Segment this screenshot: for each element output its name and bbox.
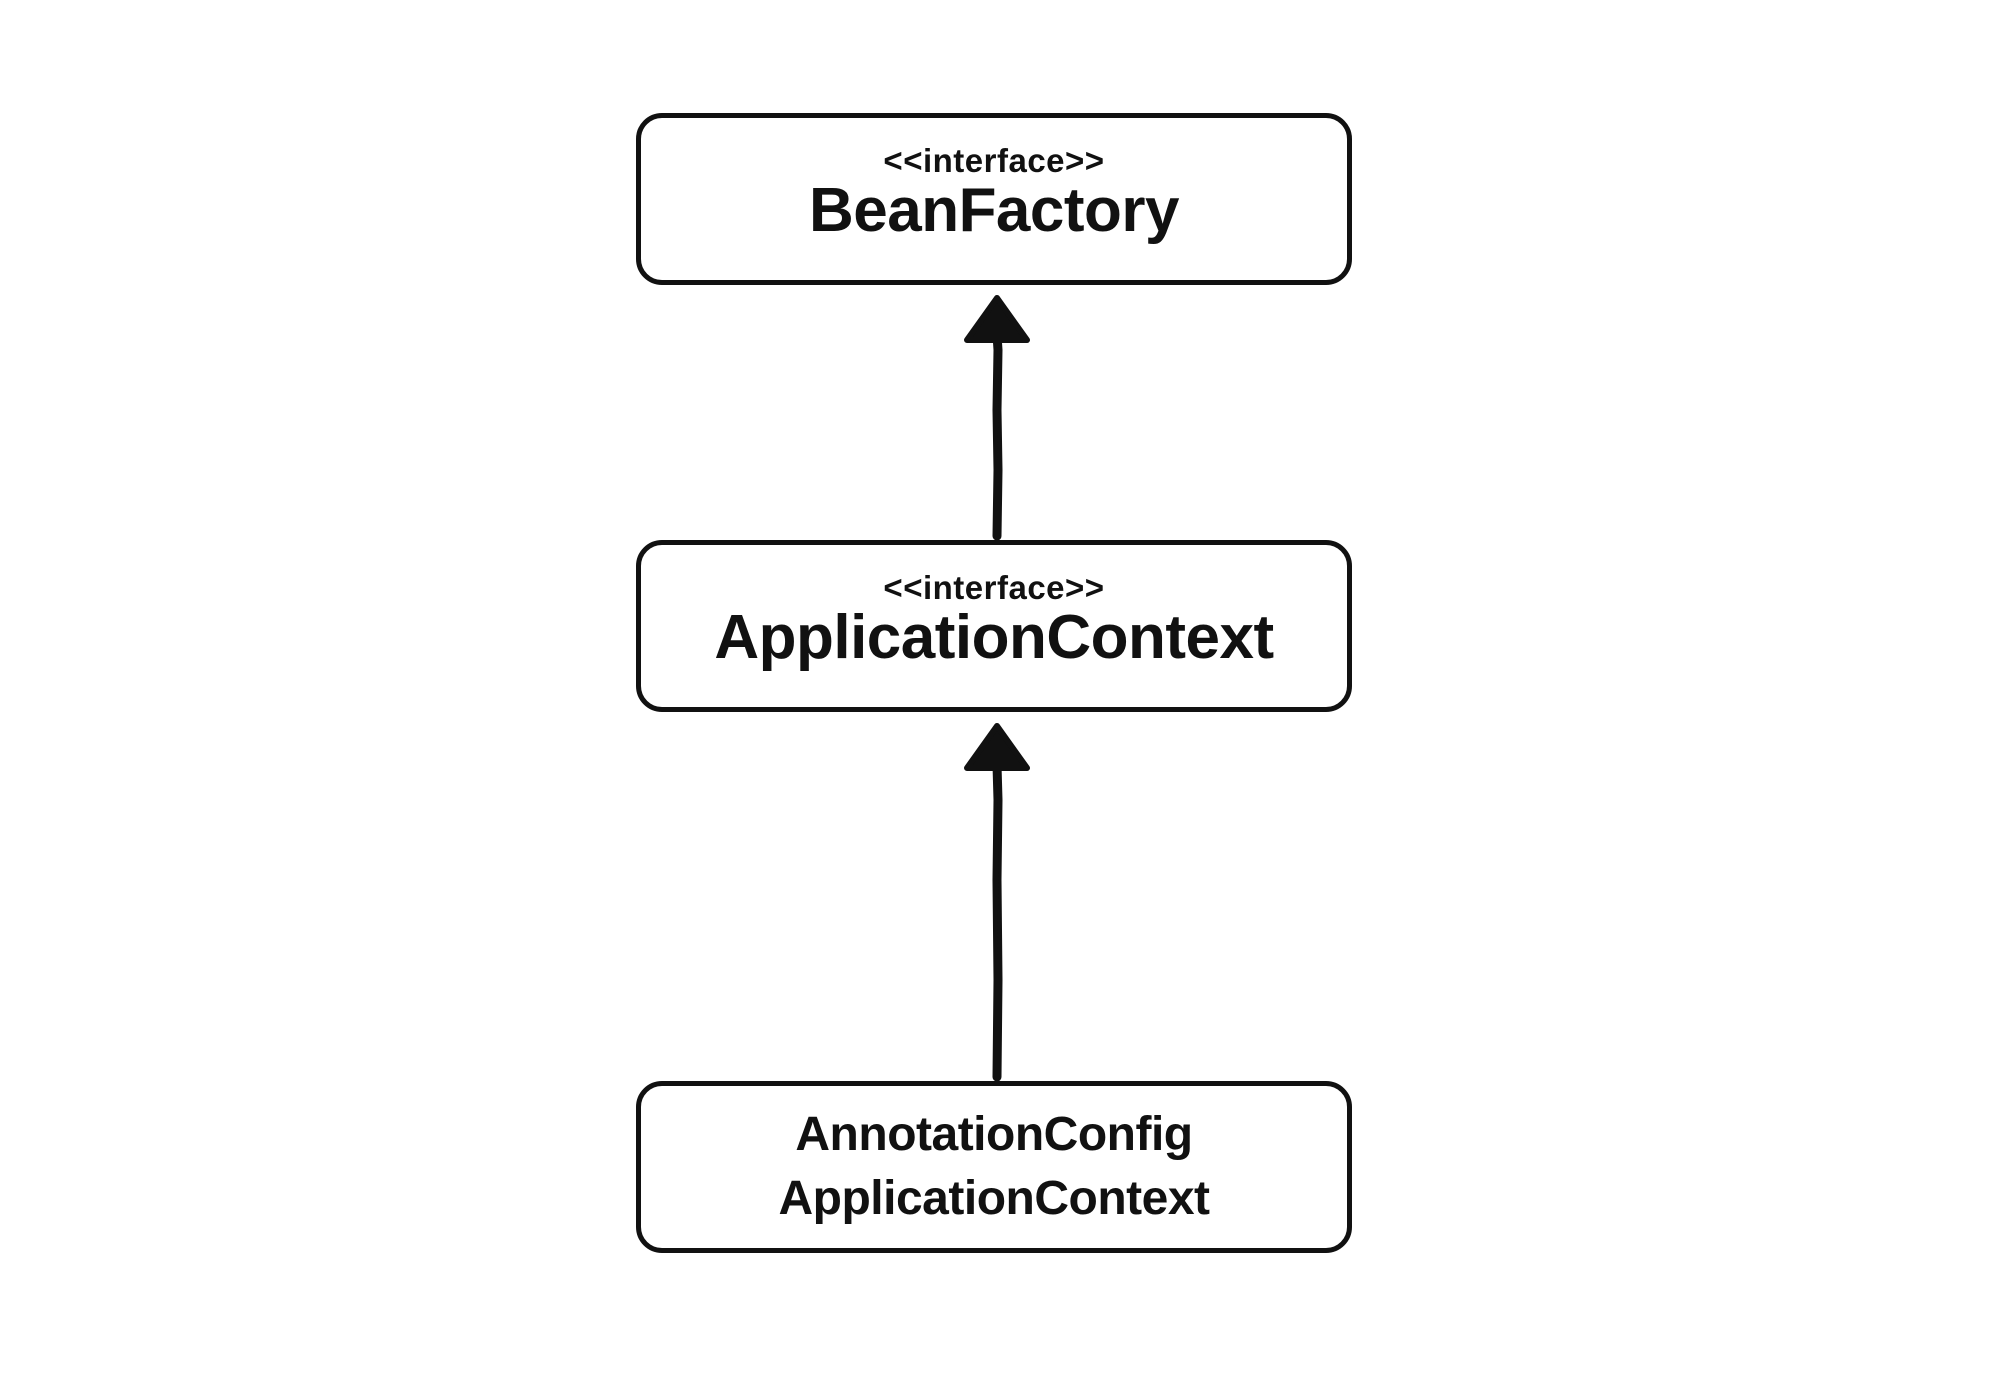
edge-line (992, 330, 1003, 541)
arrowhead-icon (964, 723, 1030, 771)
node-stereotype: <<interface>> (883, 142, 1105, 179)
edge-line-sketch (997, 768, 1002, 1077)
node-annotationconfigapplicationcontext: AnnotationConfig ApplicationContext (636, 1081, 1352, 1253)
edge-applicationcontext-to-beanfactory (964, 295, 1030, 541)
node-applicationcontext: <<interface>> ApplicationContext (636, 540, 1352, 712)
node-name: ApplicationContext (714, 603, 1274, 672)
node-name-line-1: AnnotationConfig (795, 1108, 1193, 1161)
node-name-line-2: ApplicationContext (778, 1172, 1211, 1225)
node-name: BeanFactory (808, 176, 1180, 245)
arrowhead-icon (964, 295, 1030, 343)
edge-annotationconfig-to-applicationcontext (964, 723, 1030, 1082)
edge-line (992, 760, 1003, 1082)
node-beanfactory: <<interface>> BeanFactory (636, 113, 1352, 285)
node-stereotype: <<interface>> (883, 569, 1105, 606)
edge-line-sketch (997, 338, 1002, 536)
